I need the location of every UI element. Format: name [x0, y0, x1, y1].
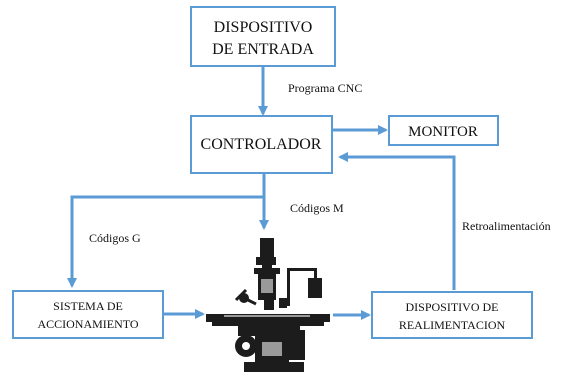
edge-controller-to-drive-system — [66, 195, 264, 289]
edge-label-m-codes: Códigos M — [290, 201, 344, 215]
monitor-label: MONITOR — [408, 124, 478, 140]
feedback-device-box: DISPOSITIVO DE REALIMENTACION — [371, 291, 533, 339]
input-device-label-line2: DE ENTRADA — [212, 41, 314, 58]
monitor-box: MONITOR — [388, 115, 499, 146]
input-device-label-line1: DISPOSITIVO — [214, 19, 313, 36]
edge-label-feedback: Retroalimentación — [462, 219, 551, 233]
drive-system-label-line2: ACCIONAMIENTO — [37, 317, 138, 331]
input-device-box: DISPOSITIVO DE ENTRADA — [190, 6, 336, 67]
controller-box: CONTROLADOR — [190, 115, 333, 174]
feedback-device-label-line1: DISPOSITIVO DE — [406, 300, 499, 314]
cnc-milling-machine-icon — [206, 238, 330, 372]
drive-system-label-line1: SISTEMA DE — [53, 299, 123, 313]
edge-label-cnc-program: Programa CNC — [288, 81, 362, 95]
feedback-device-label-line2: REALIMENTACION — [399, 318, 506, 332]
connectors — [66, 66, 456, 321]
edge-label-g-codes: Códigos G — [89, 231, 141, 245]
drive-system-box: SISTEMA DE ACCIONAMIENTO — [12, 290, 164, 339]
edge-feedback-to-controller — [337, 151, 456, 290]
controller-label: CONTROLADOR — [201, 136, 322, 153]
